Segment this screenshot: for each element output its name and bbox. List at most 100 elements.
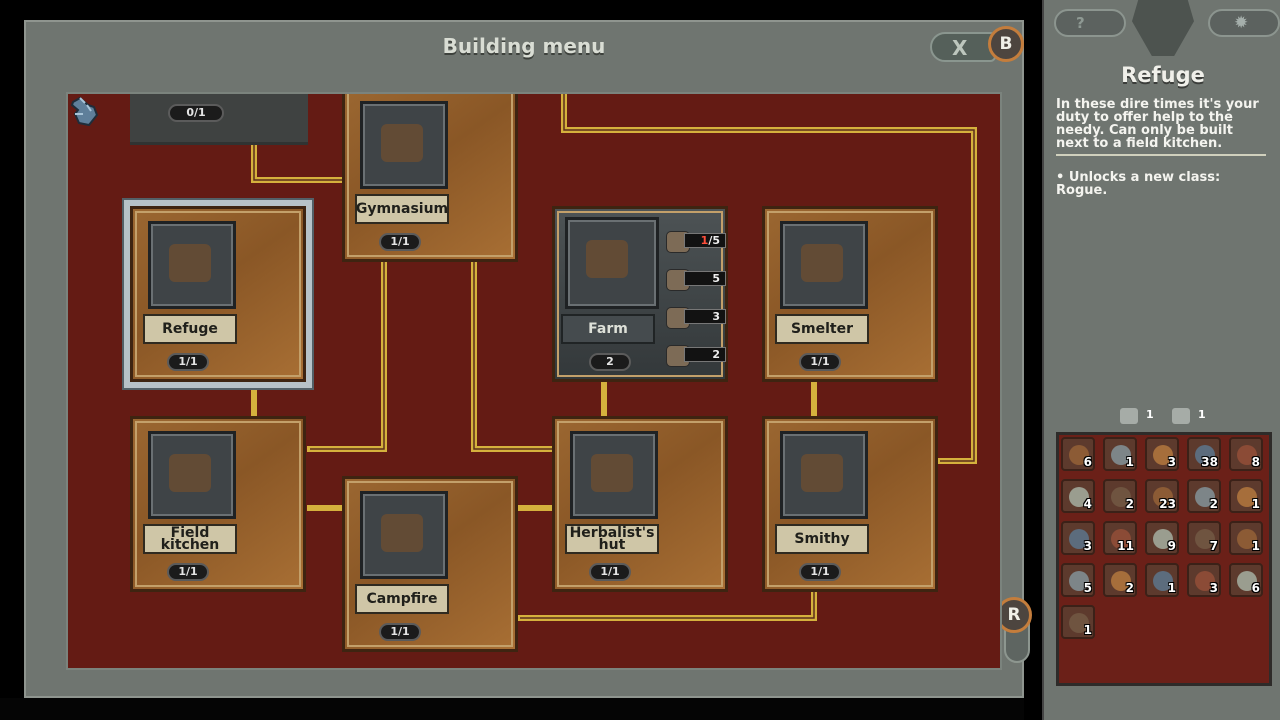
field-kitchen-building-icon bbox=[148, 431, 236, 519]
connection-line-shadow bbox=[253, 142, 344, 181]
locked-building-slot[interactable]: 0/1 bbox=[130, 94, 308, 145]
inventory-item-icon bbox=[1237, 571, 1257, 591]
farm-wood-resource: 1/5 bbox=[666, 231, 726, 253]
inventory-item-icon bbox=[1069, 445, 1089, 465]
inventory-item-count: 2 bbox=[1209, 497, 1218, 511]
inventory-item[interactable]: 38 bbox=[1187, 437, 1221, 471]
details-side-panel: ? ✹ Refuge In these dire times it's your… bbox=[1042, 0, 1280, 720]
inventory-item[interactable]: 1 bbox=[1229, 521, 1263, 555]
field-kitchen-card[interactable]: Field kitchen 1/1 bbox=[130, 416, 306, 592]
inventory-item-icon bbox=[1195, 571, 1215, 591]
question-icon: ? bbox=[1076, 14, 1085, 32]
inventory-item[interactable]: 3 bbox=[1061, 521, 1095, 555]
inventory-item-count: 4 bbox=[1083, 497, 1092, 511]
help-button[interactable]: ? bbox=[1054, 9, 1126, 37]
farm-label: Farm bbox=[561, 314, 655, 344]
field-kitchen-count: 1/1 bbox=[167, 563, 209, 581]
inventory-item[interactable]: 4 bbox=[1061, 479, 1095, 513]
gymnasium-card[interactable]: Gymnasium 1/1 bbox=[342, 94, 518, 262]
inventory-item[interactable]: 1 bbox=[1229, 479, 1263, 513]
herbalists-hut-count: 1/1 bbox=[589, 563, 631, 581]
inventory-item-count: 7 bbox=[1209, 539, 1218, 553]
connection-line bbox=[251, 139, 347, 183]
inventory-item[interactable]: 5 bbox=[1061, 563, 1095, 597]
inventory-item-icon bbox=[1111, 487, 1131, 507]
small-resource-icon bbox=[1120, 408, 1138, 424]
inventory-item[interactable]: 9 bbox=[1145, 521, 1179, 555]
inventory-item-count: 5 bbox=[1083, 581, 1092, 595]
refuge-building-icon bbox=[148, 221, 236, 309]
inventory-item-count: 2 bbox=[1125, 497, 1134, 511]
inventory-item-icon bbox=[1111, 571, 1131, 591]
campfire-label: Campfire bbox=[355, 584, 449, 614]
field-kitchen-label: Field kitchen bbox=[143, 524, 237, 554]
close-button[interactable]: X bbox=[930, 32, 996, 62]
inventory-item[interactable]: 1 bbox=[1103, 437, 1137, 471]
inventory-item-icon bbox=[1069, 529, 1089, 549]
inventory-item[interactable]: 23 bbox=[1145, 479, 1179, 513]
mini-stat-count: 1 bbox=[1198, 408, 1206, 421]
inventory-item-icon bbox=[1069, 487, 1089, 507]
inventory-item-icon bbox=[1237, 487, 1257, 507]
close-icon: X bbox=[952, 36, 968, 60]
stone-resource-count: 5 bbox=[684, 271, 726, 286]
inventory-item[interactable]: 6 bbox=[1229, 563, 1263, 597]
inventory-item-count: 8 bbox=[1251, 455, 1260, 469]
inventory-item-count: 3 bbox=[1209, 581, 1218, 595]
building-connections bbox=[251, 94, 977, 621]
inventory-item-icon bbox=[1195, 445, 1215, 465]
campfire-card[interactable]: Campfire 1/1 bbox=[342, 476, 518, 652]
connection-line bbox=[517, 589, 817, 621]
inventory-item[interactable]: 8 bbox=[1229, 437, 1263, 471]
smithy-card[interactable]: Smithy 1/1 bbox=[762, 416, 938, 592]
inventory-item-count: 11 bbox=[1117, 539, 1134, 553]
smelter-label: Smelter bbox=[775, 314, 869, 344]
refuge-count: 1/1 bbox=[167, 353, 209, 371]
inventory-item-icon bbox=[1195, 487, 1215, 507]
inventory-item-count: 3 bbox=[1167, 455, 1176, 469]
inventory-item[interactable]: 2 bbox=[1187, 479, 1221, 513]
bottom-edge bbox=[0, 698, 1024, 720]
smelter-card[interactable]: Smelter 1/1 bbox=[762, 206, 938, 382]
selected-building-description: In these dire times it's your duty to of… bbox=[1056, 98, 1266, 156]
inventory-item-count: 6 bbox=[1251, 581, 1260, 595]
farm-stone-resource: 5 bbox=[666, 269, 726, 291]
inventory-item[interactable]: 7 bbox=[1187, 521, 1221, 555]
inventory-item-icon bbox=[1153, 529, 1173, 549]
building-menu-window: Building menu X B R bbox=[24, 20, 1032, 698]
inventory-item-count: 3 bbox=[1083, 539, 1092, 553]
settings-button[interactable]: ✹ bbox=[1208, 9, 1280, 37]
inventory-item-icon bbox=[1111, 445, 1131, 465]
herbalists-hut-card[interactable]: Herbalist's hut 1/1 bbox=[552, 416, 728, 592]
campfire-count: 1/1 bbox=[379, 623, 421, 641]
campfire-building-icon bbox=[360, 491, 448, 579]
inventory-item-icon bbox=[1237, 445, 1257, 465]
inventory-item[interactable]: 2 bbox=[1103, 479, 1137, 513]
building-menu-title: Building menu bbox=[442, 34, 606, 58]
inventory-item[interactable]: 1 bbox=[1061, 605, 1095, 639]
inventory-item-icon bbox=[1069, 571, 1089, 591]
inventory-item-count: 1 bbox=[1251, 539, 1260, 553]
inventory-item[interactable]: 3 bbox=[1187, 563, 1221, 597]
farm-orb-resource: 3 bbox=[666, 307, 726, 329]
resource-mini-stats: 1 1 bbox=[1120, 406, 1230, 424]
inventory-item-icon bbox=[1069, 613, 1089, 633]
gymnasium-count: 1/1 bbox=[379, 233, 421, 251]
inventory-item[interactable]: 2 bbox=[1103, 563, 1137, 597]
farm-food-resource: 2 bbox=[666, 345, 726, 367]
inventory-item[interactable]: 11 bbox=[1103, 521, 1137, 555]
refuge-card[interactable]: Refuge 1/1 bbox=[130, 206, 306, 382]
inventory-item-icon bbox=[1111, 529, 1131, 549]
herbalists-hut-label: Herbalist's hut bbox=[565, 524, 659, 554]
food-resource-count: 2 bbox=[684, 347, 726, 362]
inventory-item[interactable]: 1 bbox=[1145, 563, 1179, 597]
orb-resource-count: 3 bbox=[684, 309, 726, 324]
farm-count: 2 bbox=[589, 353, 631, 371]
inventory-item[interactable]: 6 bbox=[1061, 437, 1095, 471]
inventory-item-icon bbox=[1153, 571, 1173, 591]
building-board: 0/1 Gymnasium 1/1 Refuge 1/1 Farm 2 1/5 … bbox=[66, 92, 1002, 670]
farm-card[interactable]: Farm 2 1/5 5 3 2 bbox=[552, 206, 728, 382]
skull-emblem-icon bbox=[1132, 0, 1194, 56]
inventory-item[interactable]: 3 bbox=[1145, 437, 1179, 471]
inventory-item-icon bbox=[1153, 487, 1173, 507]
